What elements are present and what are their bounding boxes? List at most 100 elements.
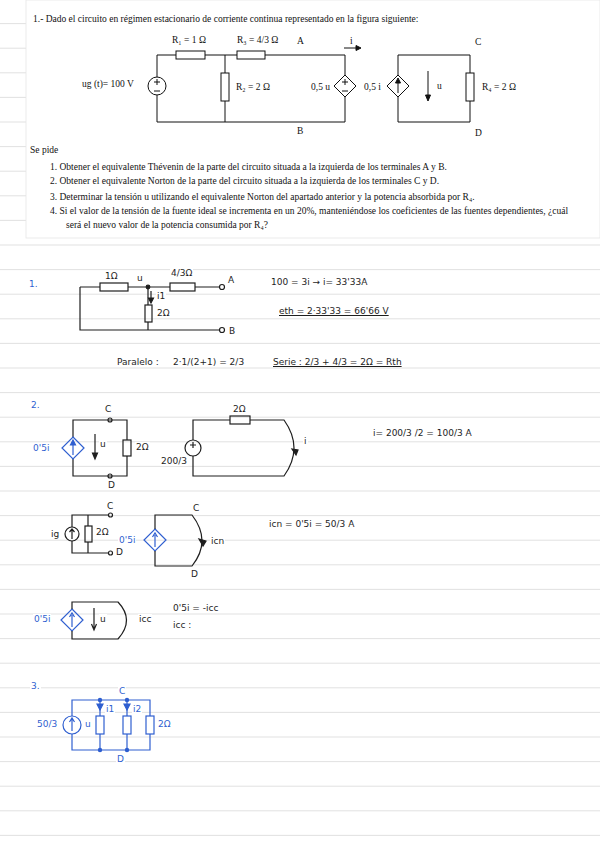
resistor-symbol [146,716,154,734]
arrow-head [292,449,298,455]
arrow-head [426,95,431,101]
equation: eth = 2·33'33 = 66'66 V [278,306,390,316]
question-item: 1. Obtener el equivalente Thévenin de la… [50,160,571,174]
equation: 0'5i = -icc [172,603,219,613]
wire [398,55,470,122]
component-label: 2Ω [157,719,172,729]
terminal-label: C [106,501,114,511]
resistor-symbol [85,526,92,542]
section-number: 1. [28,279,39,289]
component-label: 4/3Ω [170,268,193,278]
component-label: 1Ω [104,271,119,281]
wire [73,420,127,476]
node-dot [98,698,101,701]
terminal-label: B [228,326,236,336]
equation: Serie : 2/3 + 4/3 = 2Ω = Rth [272,357,403,367]
component-label: R₂ = 2 Ω [236,82,270,93]
section-number: 2. [30,400,41,410]
node-dot [125,748,128,751]
current-label: i [350,36,353,47]
resistor-symbol [230,416,250,424]
source-label: ig [50,529,60,539]
equation: icn = 0'5i = 50/3 A [268,519,355,529]
arrow-head [97,704,103,710]
terminal [108,418,112,422]
terminal-label: C [118,686,126,696]
resistor-symbol [237,51,265,59]
node-label: u [136,273,144,283]
voltage-arrow [92,608,97,630]
question-item: 2. Obtener el equivalente Norton de la p… [50,174,571,188]
source-label: 0'5i [118,535,136,545]
arrow-head [124,704,130,710]
printed-sheet [26,0,600,238]
equation: 100 = 3i → i= 33'33A [270,277,368,287]
terminal [109,551,113,555]
source-arrow [70,718,75,731]
component-label: 2Ω [232,404,247,414]
resistor-symbol [466,73,474,101]
arrow-head [149,298,154,303]
terminal [108,474,112,478]
resistor-symbol [176,51,205,59]
hand-circuit-2 [61,416,298,639]
current-label: i [303,436,308,446]
terminal-label: D [190,569,199,579]
arrow-head [356,46,361,51]
resistor-symbol [145,305,152,322]
voltage-label: u [84,719,92,729]
dependent-source-symbol [334,75,356,97]
current-label: icn [210,536,225,546]
node-dot [98,748,101,751]
hand-circuit-1 [80,283,225,333]
wire [157,55,345,122]
printed-circuit [148,46,474,123]
source-label: 50/3 [36,719,58,729]
source-label: 0,5 u [311,82,330,93]
component-label: 2Ω [95,527,110,537]
current-label: i1 [105,704,115,714]
question-item: 3. Determinar la tensión u utilizando el… [50,190,571,204]
equation: icc : [172,620,192,630]
terminal-label: D [115,547,124,557]
question-item: 4. Si el valor de la tensión de la fuent… [50,204,571,232]
voltage-label: u [437,81,442,92]
terminal-label: C [192,503,200,513]
terminal-label: A [297,36,304,47]
voltage-arrow [94,434,95,455]
wire [155,515,202,566]
problem-title: 1.- Dado el circuito en régimen estacion… [33,14,418,25]
component-label: R₁ = 1 Ω [172,35,206,46]
section-heading: Se pide [30,145,58,156]
terminal-label: C [475,37,481,48]
arrow-head [199,539,206,546]
current-label: i1 [156,291,166,301]
arrow-head [71,440,76,445]
voltage-label: u [99,614,107,624]
wire [72,700,150,750]
terminal-label: B [297,126,303,137]
section-number: 3. [30,681,41,691]
source-label: ug (t)= 100 V [82,79,134,90]
terminal-label: D [475,128,482,139]
polarity-mark [154,79,160,91]
source-arrow [153,533,158,547]
voltage-arrow [428,71,429,97]
wire [80,287,220,330]
note: Paralelo : [116,357,160,367]
resistor-symbol [123,716,131,734]
terminal [220,285,225,290]
component-label: 2Ω [156,308,171,318]
terminal-label: D [107,480,116,490]
dependent-source-symbol [61,609,83,631]
dependent-source-symbol [144,529,166,551]
terminal-label: A [227,275,235,285]
current-label: icc [138,614,152,624]
arrow-head [93,453,98,459]
component-label: R₄ = 2 Ω [482,82,516,93]
current-source-symbol [65,527,79,541]
terminal-label: D [116,754,125,764]
source-arrow [70,613,75,627]
dependent-source-symbol [62,437,84,459]
